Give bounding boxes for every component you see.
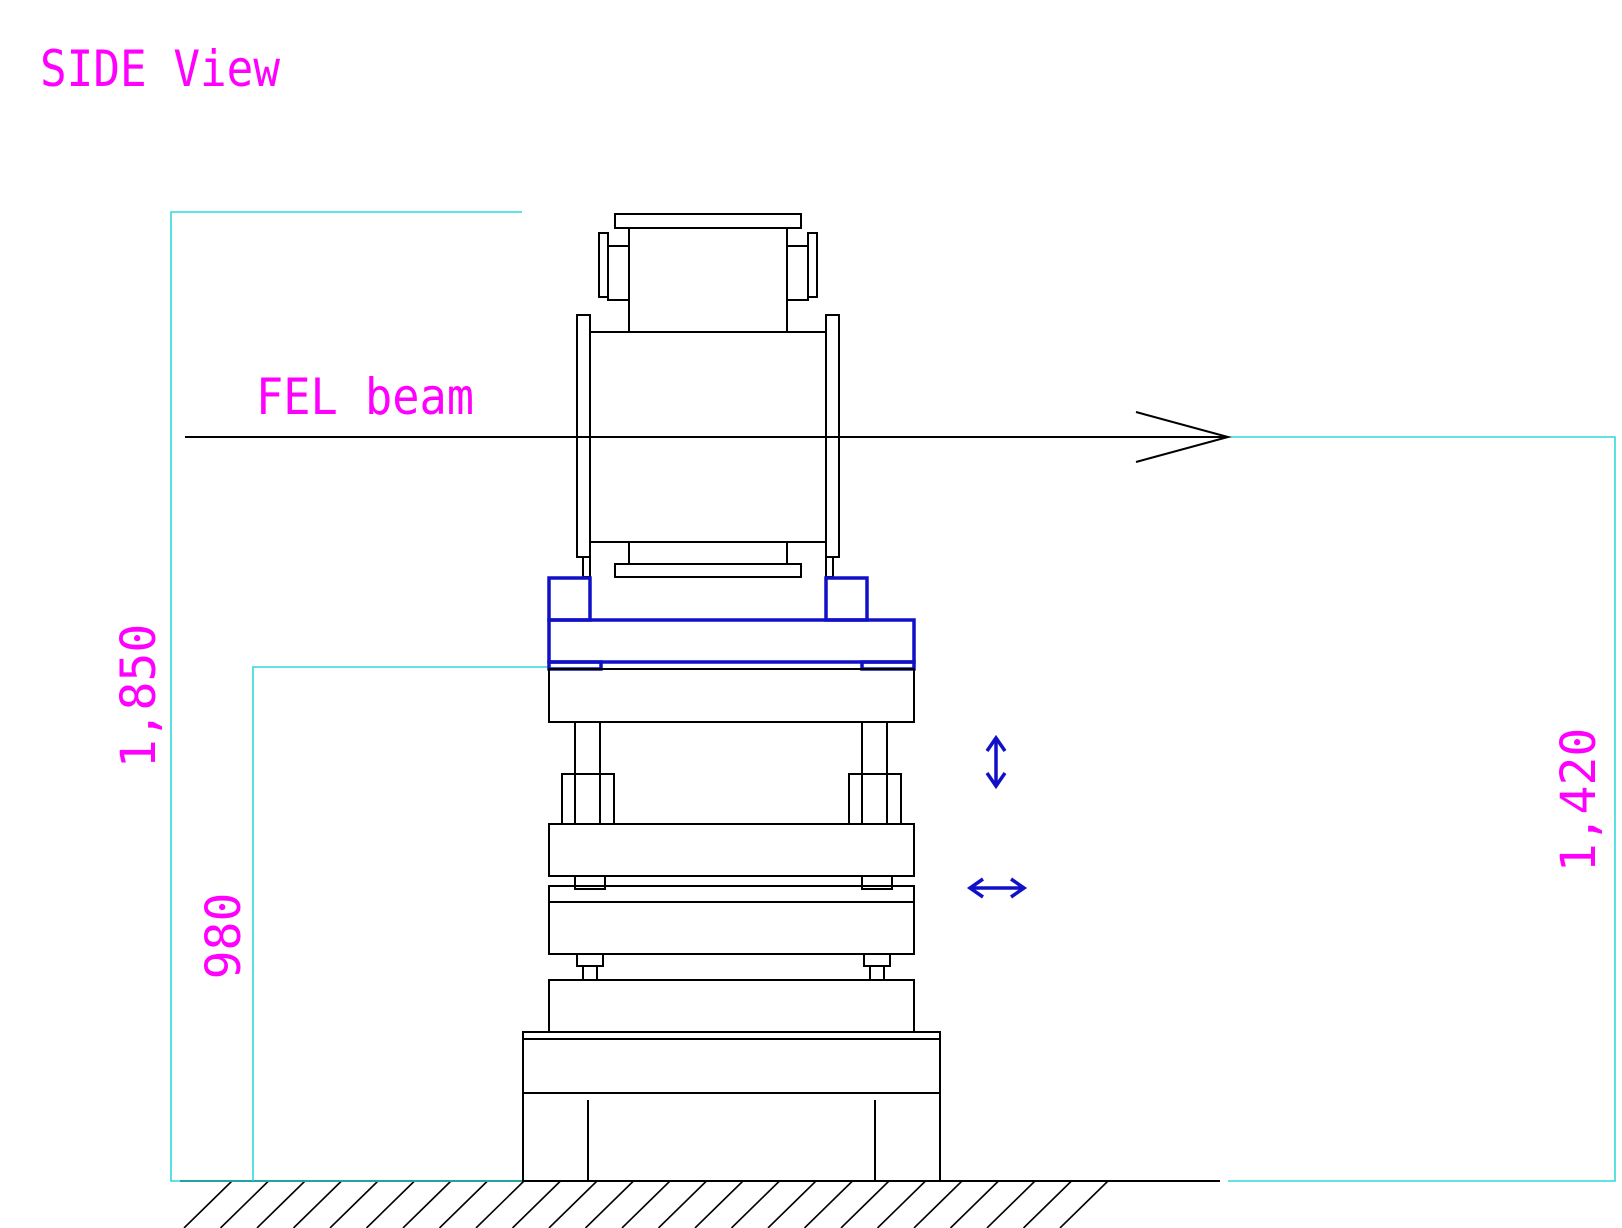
- stage-left-foot: [547, 660, 603, 671]
- hatch-line: [803, 1180, 854, 1228]
- hatch-line: [475, 1180, 525, 1228]
- upper-chamber: [628, 227, 788, 333]
- right-jack: [848, 773, 902, 825]
- fel-beam: [185, 411, 1232, 463]
- overall-height-label: 1,850: [111, 624, 167, 769]
- left-support-post: [582, 556, 591, 578]
- hatch-line: [986, 1180, 1036, 1228]
- hatch-line: [183, 1180, 233, 1228]
- right-column: [861, 721, 888, 775]
- beam-label: FEL beam: [256, 368, 474, 426]
- hatch-line: [548, 1180, 598, 1228]
- hatch-line: [365, 1180, 416, 1228]
- hatch-line: [256, 1180, 306, 1228]
- left-column: [574, 721, 601, 775]
- hatch-line: [511, 1180, 562, 1228]
- table-height-label: 980: [196, 893, 252, 980]
- beam-height-dimension-line: [1228, 436, 1616, 1182]
- horizontal-stage-plate: [548, 885, 915, 955]
- hatch-line: [402, 1180, 452, 1228]
- left-slide-rail: [574, 875, 606, 890]
- hatch-line: [292, 1180, 343, 1228]
- hatch-line: [694, 1180, 744, 1228]
- vertical-stage-plate: [548, 823, 915, 877]
- stage-right-block: [824, 576, 869, 622]
- left-port-flange: [598, 232, 609, 298]
- right-port: [786, 245, 809, 301]
- base-stage-plate: [548, 979, 915, 1033]
- hatch-line: [621, 1180, 671, 1228]
- hatch-line: [1059, 1180, 1109, 1228]
- vacuum-chamber: [576, 213, 840, 578]
- left-port: [607, 245, 630, 301]
- horizontal-double-arrow-icon: [966, 877, 1028, 899]
- stage-top-plate: [547, 618, 916, 664]
- hatch-line: [438, 1180, 489, 1228]
- hatch-line: [876, 1180, 927, 1228]
- right-bearing-cap: [863, 953, 891, 967]
- hatch-line: [840, 1180, 890, 1228]
- right-support-post: [825, 556, 834, 578]
- left-jack: [561, 773, 615, 825]
- support-table: [522, 668, 941, 1182]
- vertical-double-arrow-icon: [985, 734, 1007, 790]
- bottom-flange: [614, 563, 802, 578]
- lower-neck: [628, 541, 788, 565]
- hatch-line: [949, 1180, 1000, 1228]
- stage-plate: [547, 576, 916, 671]
- hatch-line: [657, 1180, 708, 1228]
- table-top-plate: [548, 668, 915, 723]
- stage-left-block: [547, 576, 592, 622]
- beam-arrowhead: [1135, 411, 1232, 463]
- right-port-flange: [807, 232, 818, 298]
- hatch-line: [1022, 1180, 1073, 1228]
- hatch-line: [329, 1180, 379, 1228]
- stage-right-foot: [860, 660, 916, 671]
- table-height-dimension-line: [252, 666, 550, 1181]
- hatch-line: [584, 1180, 635, 1228]
- hatch-line: [730, 1180, 781, 1228]
- page-title: SIDE View: [40, 40, 281, 98]
- hatch-line: [219, 1180, 270, 1228]
- left-bearing: [582, 965, 598, 981]
- beam-height-label: 1,420: [1551, 728, 1607, 873]
- dimension-lines: [170, 211, 1616, 1182]
- hatch-line: [767, 1180, 817, 1228]
- floor-hatching: [183, 1180, 1109, 1228]
- top-flange: [614, 213, 802, 229]
- base-frame-bottom: [522, 1092, 941, 1182]
- right-bearing: [869, 965, 885, 981]
- base-frame-top: [522, 1031, 941, 1094]
- overall-height-dimension-line: [170, 211, 522, 1182]
- hatch-line: [913, 1180, 963, 1228]
- floor: [180, 1180, 1220, 1228]
- left-bearing-cap: [576, 953, 604, 967]
- right-slide-rail: [861, 875, 893, 890]
